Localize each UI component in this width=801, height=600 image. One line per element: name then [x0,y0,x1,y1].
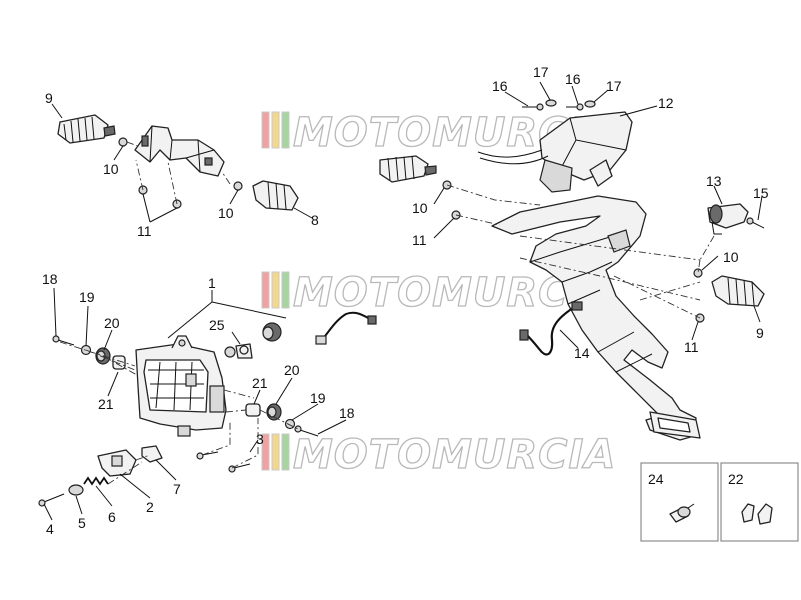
leader-lines [43,81,763,521]
license-light-cable [519,301,583,356]
callout-18-left: 18 [42,271,58,287]
screw-15 [746,217,765,229]
headlight-unit [135,335,227,437]
rear-indicator-right [711,275,765,307]
bulb-cover [262,322,282,342]
callout-20-right: 20 [284,362,300,378]
watermark-stripe-green [281,111,290,149]
spacer-21-left [112,355,126,370]
callout-10-front-left: 10 [103,161,119,177]
callout-20-left: 20 [104,315,120,331]
screw-18-right [294,425,319,437]
watermark-stripe-yellow [271,271,280,309]
screw-16-b [566,103,584,111]
watermark-stripe-yellow [271,111,280,149]
nut-10-left [118,137,128,147]
watermark-stripe-red [261,271,270,309]
tail-light-assembly [477,111,633,193]
callout-10-rear-right: 10 [723,249,739,265]
callout-9-rear: 9 [756,325,764,341]
callout-16-a: 16 [492,78,508,94]
grommet-20-right [266,403,282,421]
callout-16-b: 16 [565,71,581,87]
watermark-bottom: MOTOMURCIA [261,431,616,479]
license-plate-holder [491,195,701,441]
watermark-stripe-red [261,111,270,149]
rear-reflector [707,203,749,235]
watermark-stripe-red [261,433,270,471]
callout-7: 7 [173,481,181,497]
callout-10-front-right: 10 [218,205,234,221]
callout-21-left: 21 [98,396,114,412]
callout-15: 15 [753,185,769,201]
callout-5: 5 [78,515,86,531]
callout-12: 12 [658,95,674,111]
callout-17-b: 17 [606,78,622,94]
nut-10-rear-right [693,268,703,278]
spacer-21-right [245,403,261,417]
callout-21-right: 21 [252,375,268,391]
callout-19-right: 19 [310,390,326,406]
box-22 [720,462,799,542]
front-indicator-left [57,114,116,144]
callout-9-front: 9 [45,90,53,106]
screw-16-a [522,103,544,111]
callout-6: 6 [108,509,116,525]
watermark-top: MOTOMURCIA [261,109,616,157]
screw-4 [38,493,65,507]
callout-17-a: 17 [533,64,549,80]
spring-6 [83,476,109,486]
callout-18-right: 18 [339,405,355,421]
callout-19-left: 19 [79,289,95,305]
bulb-25 [224,343,253,359]
indicator-bracket-front [134,125,225,177]
watermark-stripe-green [281,433,290,471]
bulb-24 [669,503,695,523]
callout-11-rear-left: 11 [412,232,427,248]
callout-22: 22 [728,471,744,487]
spacer-7 [141,445,163,463]
watermark-stripe-green [281,271,290,309]
washer-17-a [545,99,557,107]
callout-14: 14 [574,345,590,361]
callout-4: 4 [46,521,54,537]
dash-headlight-lines [59,341,299,485]
box-24 [640,462,719,542]
screw-18-left [52,335,75,346]
callout-24: 24 [648,471,664,487]
dash-rear-lines [446,184,715,319]
callout-13: 13 [706,173,722,189]
watermark-text: MOTOMURCIA [293,110,616,156]
callout-11-front: 11 [137,223,152,239]
washer-19-right [284,418,296,430]
callout-2: 2 [146,499,154,515]
watermark-stripe-yellow [271,433,280,471]
clip-22 [741,503,773,525]
rear-indicator-left [379,155,437,183]
callout-11-rear-right: 11 [684,339,699,355]
watermark-text: MOTOMURCIA [293,432,616,478]
callout-25: 25 [209,317,225,333]
washer-5 [68,484,84,496]
callout-1: 1 [208,275,216,291]
front-indicator-right [252,180,299,211]
nut-10-right [233,181,243,191]
callout-10-rear-left: 10 [412,200,428,216]
callout-8: 8 [311,212,319,228]
callout-3: 3 [256,431,264,447]
washer-17-b [584,100,596,108]
adjuster-bracket-2 [97,449,137,477]
headlight-cable [315,311,377,345]
dash-bracket-nut [126,141,231,205]
